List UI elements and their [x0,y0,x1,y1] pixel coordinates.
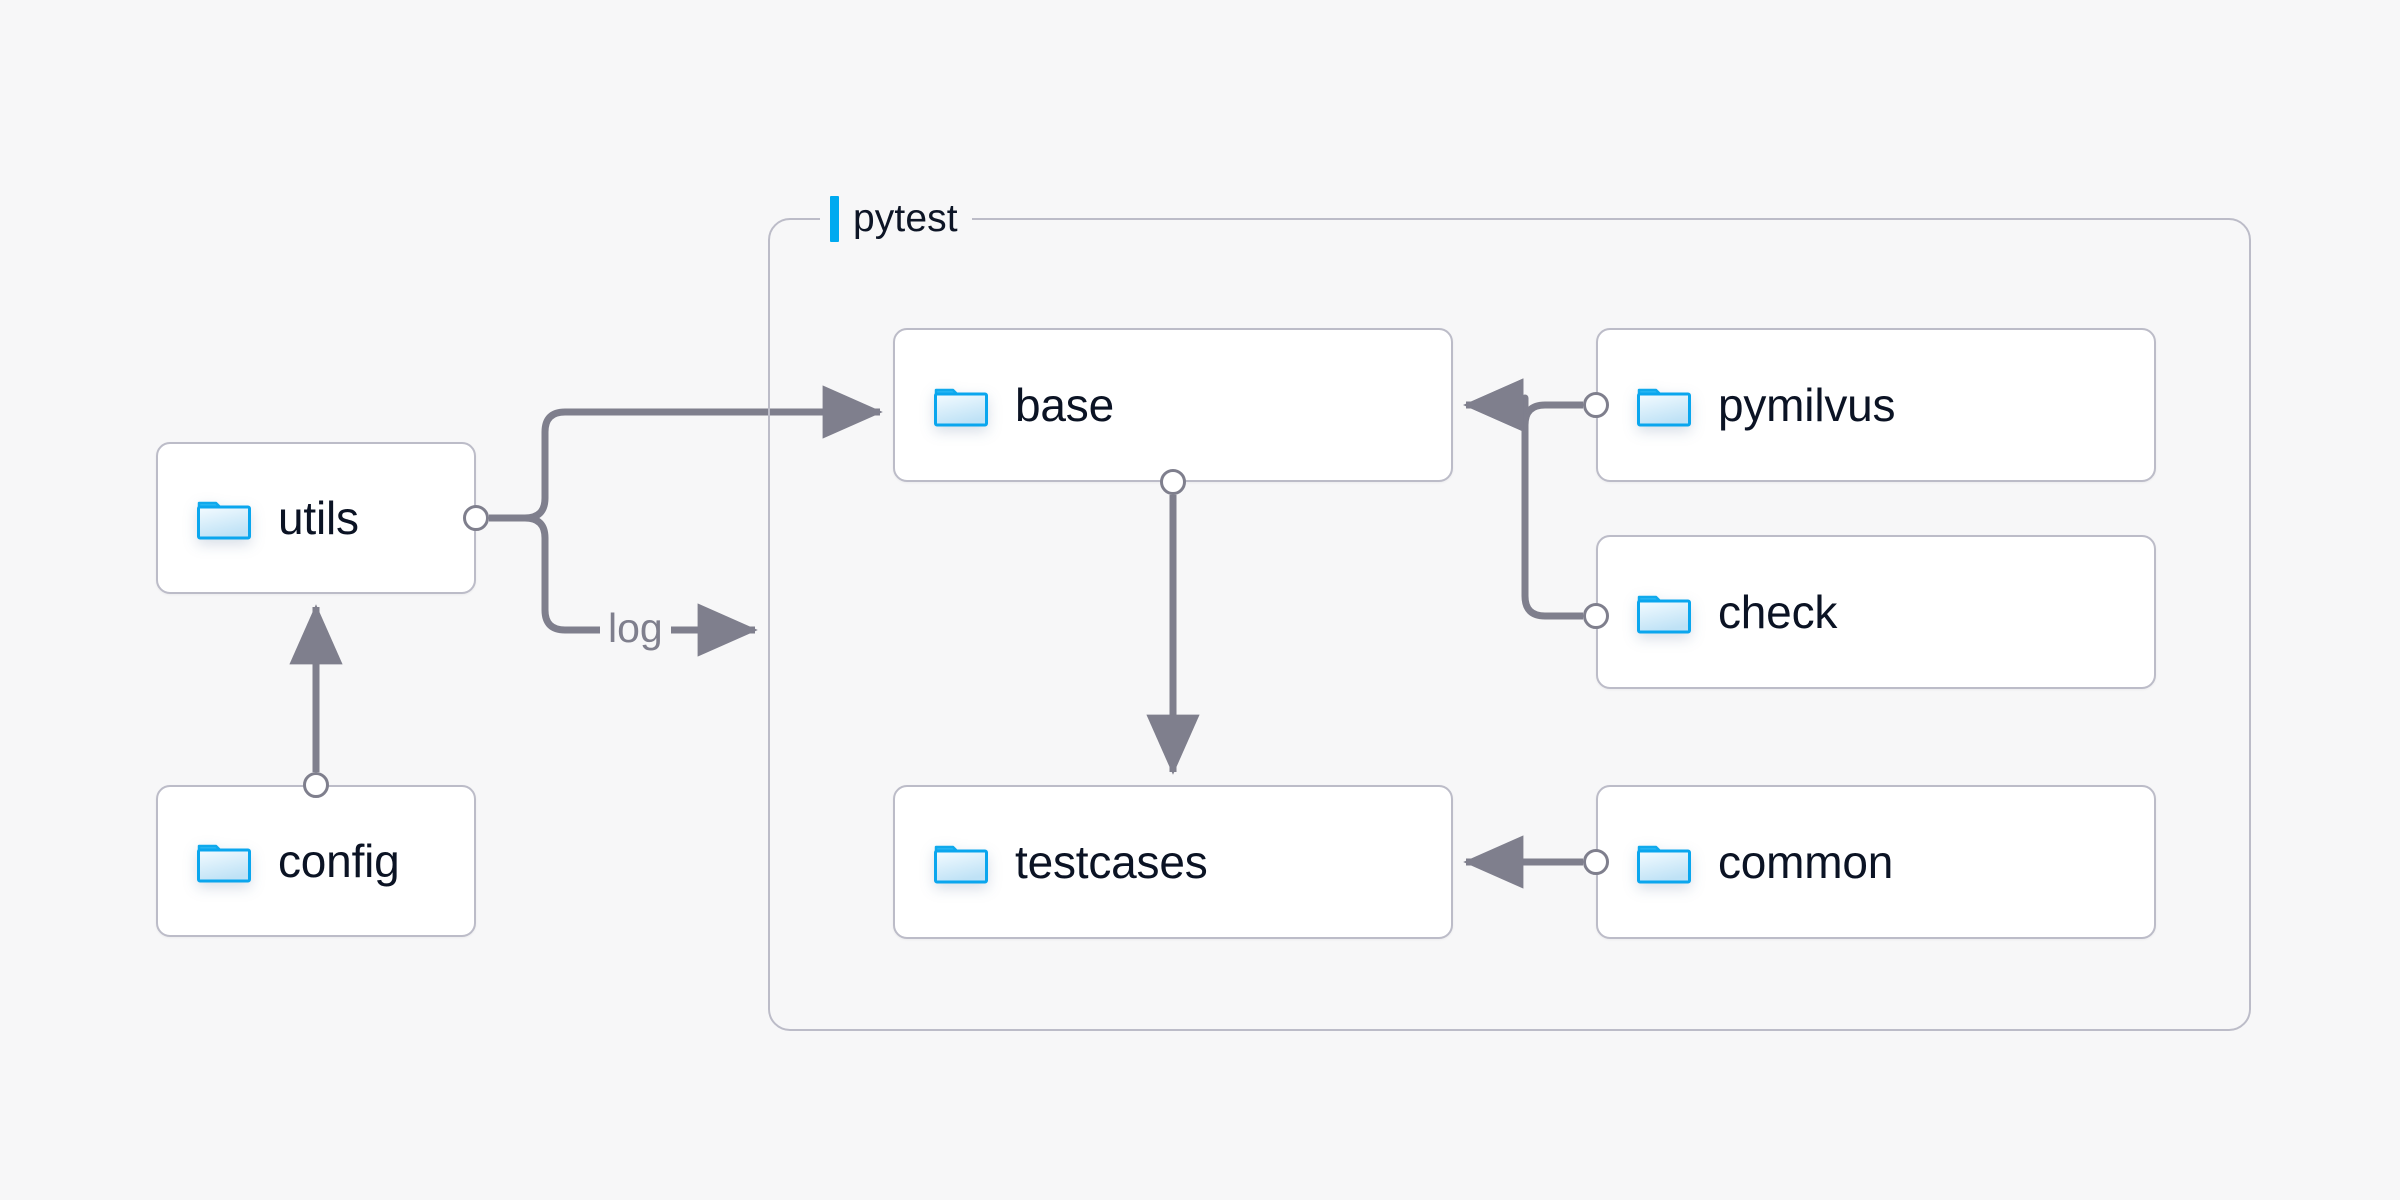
node-label: config [278,835,400,887]
group-accent-bar [830,196,839,242]
folder-icon [1637,595,1691,634]
edge-label-log: log [600,608,671,649]
pytest-group-label: pytest [820,195,972,243]
node-label: pymilvus [1718,379,1896,431]
node-config[interactable]: config [156,785,476,937]
common-port-left[interactable] [1583,849,1609,875]
pymilvus-port-left[interactable] [1583,392,1609,418]
folder-icon [197,501,251,540]
node-pymilvus[interactable]: pymilvus [1596,328,2156,482]
folder-icon [934,388,988,427]
node-testcases[interactable]: testcases [893,785,1453,939]
node-label: base [1015,379,1114,431]
group-label-text: pytest [853,197,958,240]
node-label: common [1718,836,1894,888]
utils-port-right[interactable] [463,505,489,531]
node-label: testcases [1015,836,1208,888]
folder-icon [1637,388,1691,427]
folder-icon [197,844,251,883]
node-utils[interactable]: utils [156,442,476,594]
check-port-left[interactable] [1583,603,1609,629]
folder-icon [934,845,988,884]
node-label: check [1718,586,1838,638]
node-common[interactable]: common [1596,785,2156,939]
folder-icon [1637,845,1691,884]
pytest-group-container[interactable] [768,218,2251,1031]
node-check[interactable]: check [1596,535,2156,689]
node-label: utils [278,492,359,544]
node-base[interactable]: base [893,328,1453,482]
config-port-top[interactable] [303,772,329,798]
base-port-bottom[interactable] [1160,469,1186,495]
